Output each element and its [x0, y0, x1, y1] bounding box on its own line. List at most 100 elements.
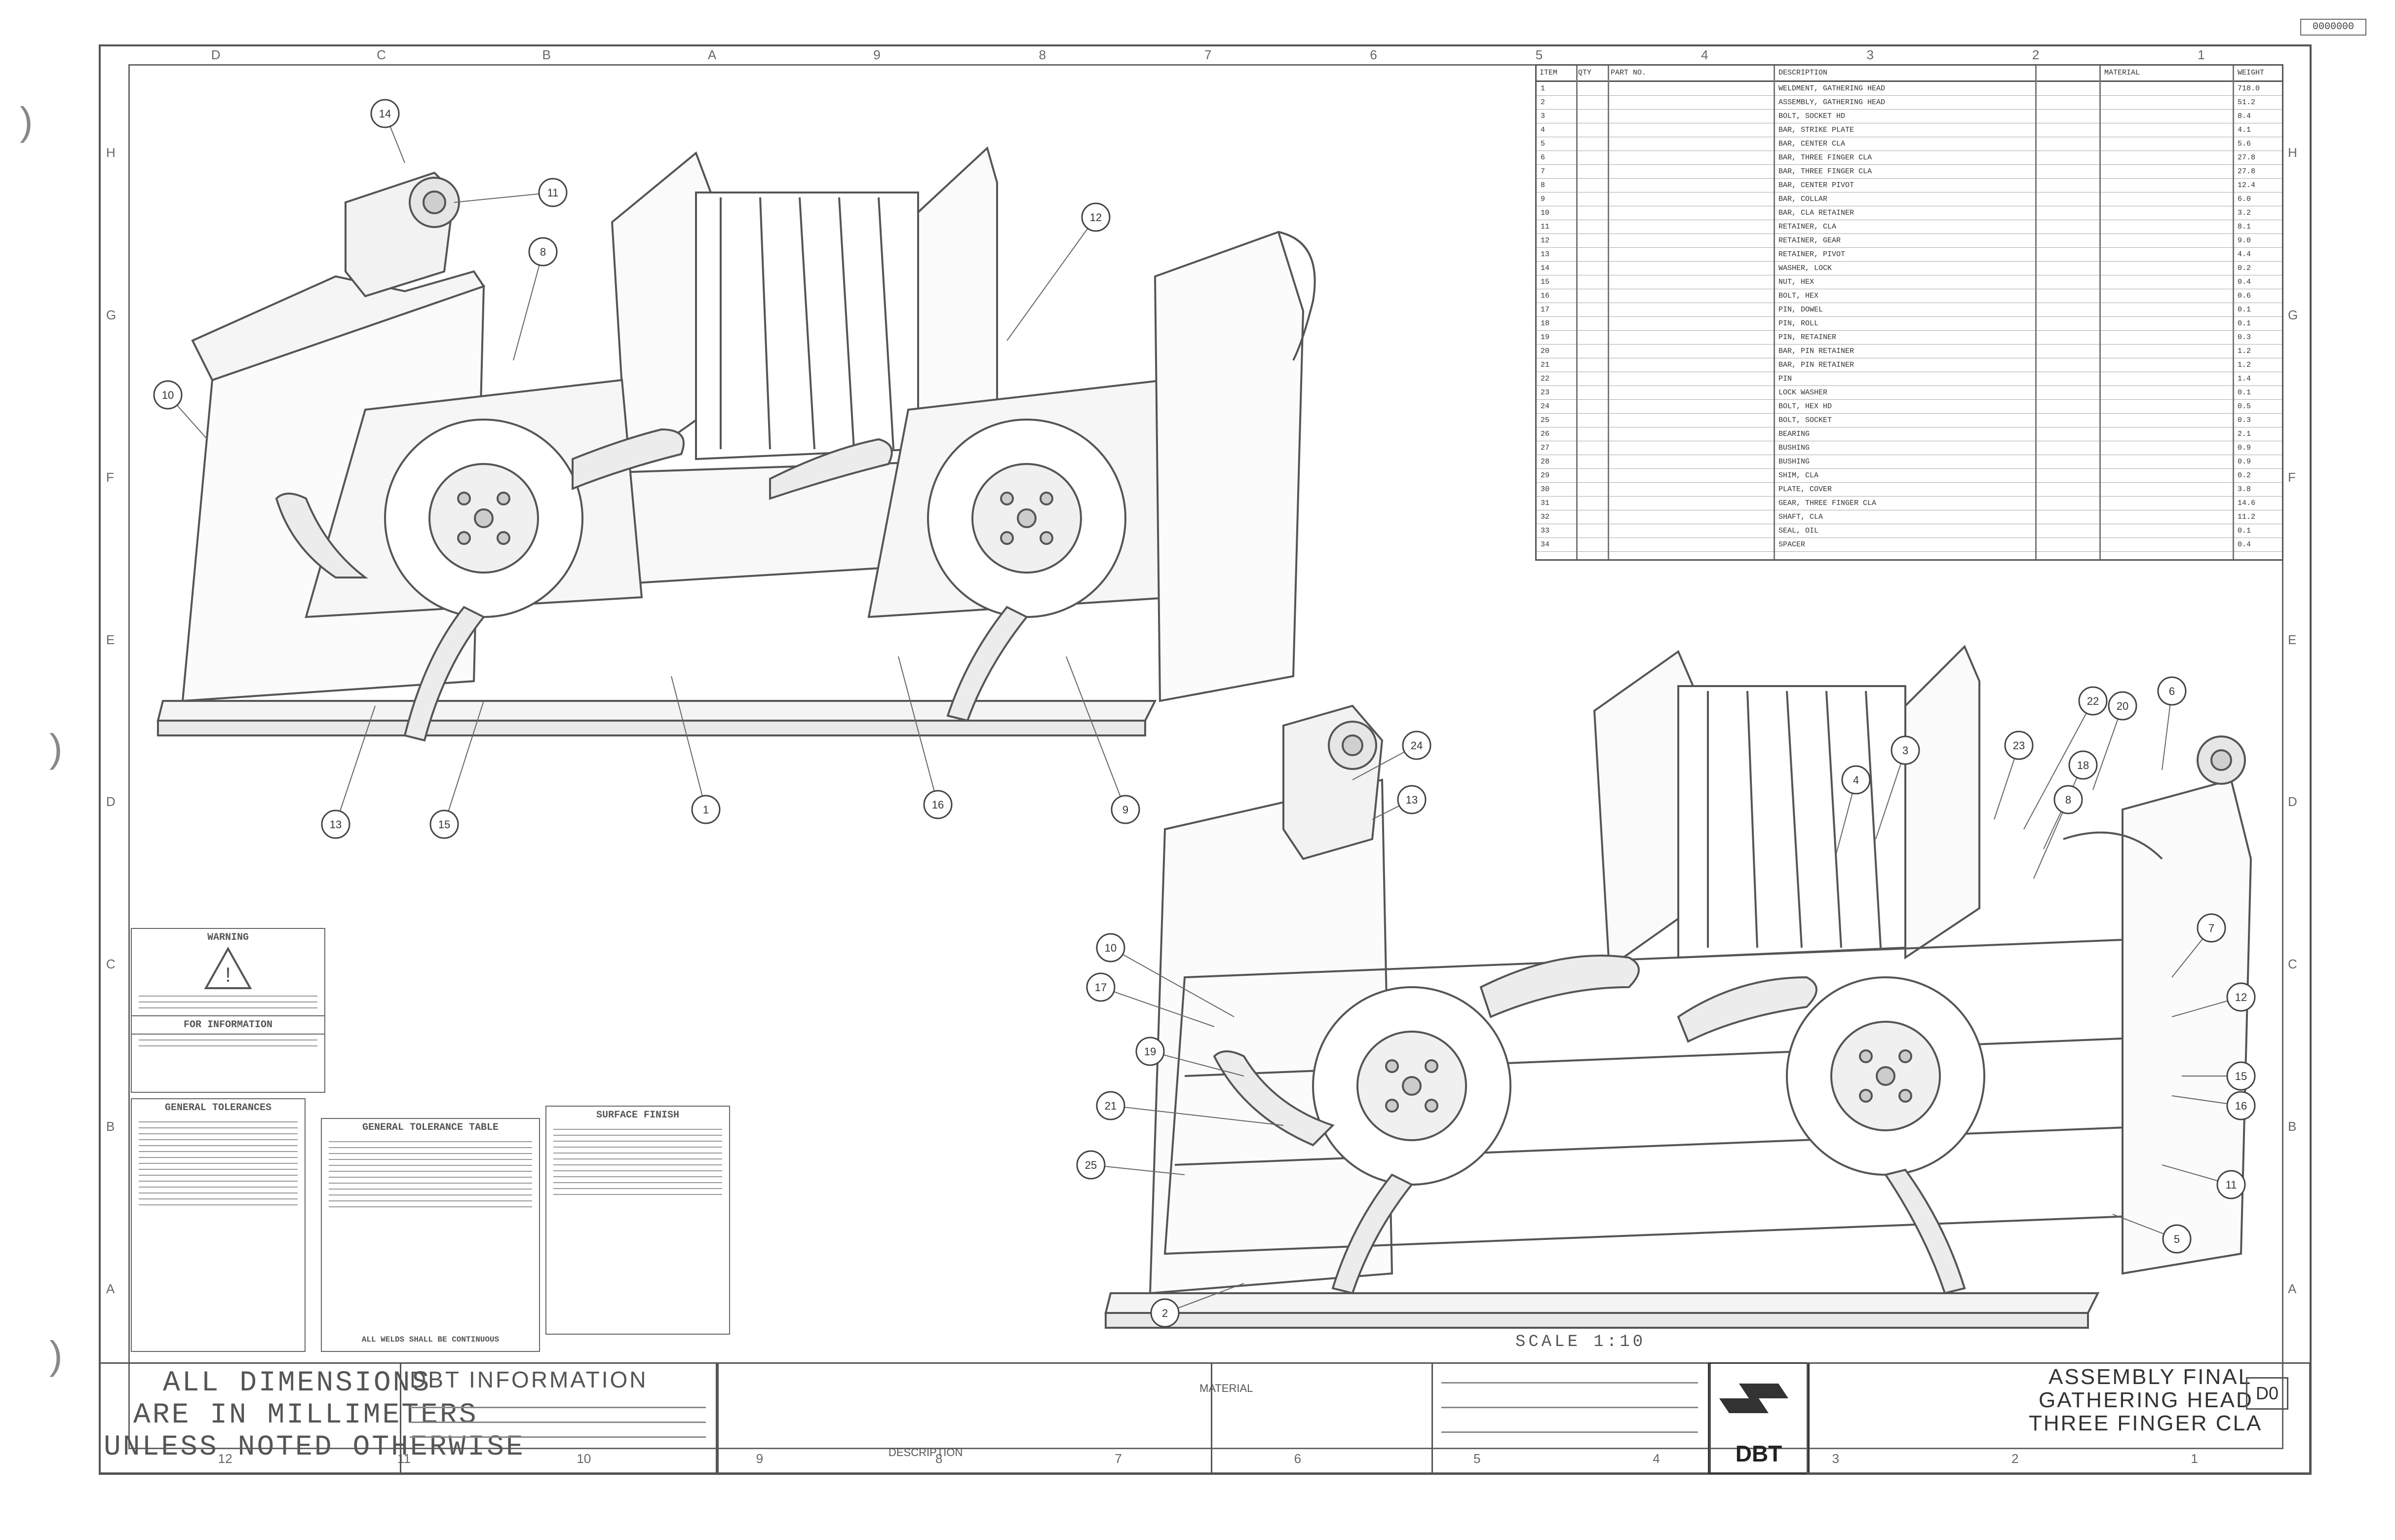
zone-label: 12	[218, 1451, 232, 1466]
parts-cell-desc: BAR, THREE FINGER CLA	[1778, 154, 1872, 162]
svg-text:22: 22	[2087, 695, 2099, 707]
item-balloon: 22	[2023, 686, 2108, 830]
parts-cell-wt: 3.2	[2238, 209, 2251, 217]
item-balloon: 17	[1086, 972, 1215, 1027]
zone-label: 3	[1866, 47, 1874, 62]
svg-text:25: 25	[1085, 1159, 1097, 1171]
parts-cell-wt: 0.9	[2238, 444, 2251, 452]
header-description: DESCRIPTION	[1778, 69, 1828, 77]
drawing-title-line3: THREE FINGER CLA	[2029, 1411, 2263, 1435]
parts-cell-wt: 1.2	[2238, 361, 2251, 369]
parts-cell-wt: 0.1	[2238, 388, 2251, 397]
parts-cell-item: 22	[1541, 375, 1550, 383]
item-balloon: 19	[1135, 1037, 1244, 1077]
parts-cell-item: 27	[1541, 444, 1550, 452]
svg-text:13: 13	[330, 818, 342, 831]
item-balloon: 16	[2171, 1091, 2256, 1120]
parts-cell-desc: PLATE, COVER	[1778, 485, 1832, 494]
drawing-title-line2: GATHERING HEAD	[2039, 1388, 2253, 1412]
svg-text:10: 10	[162, 389, 174, 401]
parts-cell-desc: SPACER	[1778, 540, 1806, 549]
table-row-divider	[1537, 344, 2282, 345]
parts-cell-desc: PIN, DOWEL	[1778, 306, 1823, 314]
svg-text:21: 21	[1105, 1100, 1117, 1112]
item-balloon: 11	[2162, 1164, 2246, 1199]
parts-cell-wt: 6.0	[2238, 195, 2251, 203]
parts-cell-desc: BUSHING	[1778, 458, 1810, 466]
zone-label: 4	[1653, 1451, 1660, 1466]
item-balloon: 2	[1150, 1283, 1244, 1328]
tolerance-table-box: GENERAL TOLERANCE TABLE ALL WELDS SHALL …	[321, 1118, 540, 1352]
item-balloon: 7	[2171, 913, 2226, 978]
drawing-size: D0	[2246, 1377, 2288, 1410]
table-row-divider	[1537, 261, 2282, 262]
parts-cell-desc: RETAINER, GEAR	[1778, 236, 1841, 245]
svg-text:17: 17	[1095, 981, 1107, 994]
material-label: MATERIAL	[1199, 1382, 1253, 1394]
table-row-divider	[1537, 496, 2282, 497]
dbt-information-label: DBT INFORMATION	[410, 1367, 648, 1392]
parts-cell-wt: 8.4	[2238, 112, 2251, 120]
parts-cell-item: 14	[1541, 264, 1550, 272]
svg-text:23: 23	[2013, 739, 2025, 752]
parts-cell-item: 6	[1541, 154, 1545, 162]
margin-mark: )	[20, 99, 33, 143]
header-item: ITEM	[1540, 69, 1558, 77]
item-balloon: 13	[1372, 785, 1427, 820]
parts-cell-desc: BAR, CENTER CLA	[1778, 140, 1846, 148]
item-balloon: 15	[429, 700, 484, 839]
zone-label: 3	[1832, 1451, 1840, 1466]
parts-table-header: ITEM QTY PART NO. DESCRIPTION MATERIAL W…	[1537, 66, 2282, 82]
svg-text:4: 4	[1853, 774, 1859, 786]
parts-cell-wt: 2.1	[2238, 430, 2251, 438]
parts-cell-item: 24	[1541, 402, 1550, 411]
zone-label: C	[377, 47, 386, 62]
parts-cell-wt: 5.6	[2238, 140, 2251, 148]
zone-label: 8	[1039, 47, 1046, 62]
svg-text:15: 15	[438, 818, 450, 831]
svg-text:24: 24	[1411, 739, 1423, 752]
parts-cell-wt: 51.2	[2238, 98, 2256, 107]
header-material: MATERIAL	[2104, 69, 2140, 77]
table-row-divider	[1537, 551, 2282, 552]
zone-label: 1	[2191, 1451, 2198, 1466]
zone-label: D	[106, 794, 116, 809]
zone-label: 6	[1370, 47, 1377, 62]
parts-cell-item: 34	[1541, 540, 1550, 549]
parts-cell-desc: BAR, PIN RETAINER	[1778, 347, 1854, 355]
drawing-title-line1: ASSEMBLY FINAL	[2048, 1365, 2252, 1389]
zone-label: H	[106, 145, 116, 160]
parts-cell-item: 1	[1541, 84, 1545, 93]
dbt-info-block	[400, 1362, 719, 1474]
parts-cell-desc: PIN, RETAINER	[1778, 333, 1837, 342]
parts-cell-item: 3	[1541, 112, 1545, 120]
parts-cell-wt: 1.2	[2238, 347, 2251, 355]
zone-label: B	[542, 47, 551, 62]
parts-cell-wt: 718.0	[2238, 84, 2260, 93]
parts-cell-wt: 0.3	[2238, 333, 2251, 342]
svg-text:8: 8	[2065, 794, 2071, 806]
parts-cell-desc: WELDMENT, GATHERING HEAD	[1778, 84, 1886, 93]
parts-cell-wt: 27.8	[2238, 167, 2256, 176]
zone-label: A	[2288, 1281, 2297, 1296]
parts-cell-wt: 9.0	[2238, 236, 2251, 245]
scale-note: SCALE 1:10	[1515, 1333, 1646, 1351]
table-row-divider	[1537, 316, 2282, 317]
svg-text:9: 9	[1122, 804, 1128, 816]
parts-cell-desc: SHAFT, CLA	[1778, 513, 1823, 521]
item-balloon: 16	[898, 656, 953, 819]
parts-cell-wt: 12.4	[2238, 181, 2256, 190]
surface-finish-title: SURFACE FINISH	[596, 1110, 680, 1121]
parts-cell-wt: 0.1	[2238, 319, 2251, 328]
parts-cell-item: 23	[1541, 388, 1550, 397]
dimensions-note-line1: ALL DIMENSIONS	[163, 1367, 431, 1399]
zone-label: 9	[873, 47, 881, 62]
table-row-divider	[1537, 413, 2282, 414]
tolerance-table-footer: ALL WELDS SHALL BE CONTINUOUS	[361, 1335, 500, 1344]
title-info-block	[1807, 1362, 2311, 1474]
parts-cell-desc: BAR, CENTER PIVOT	[1778, 181, 1854, 190]
description-label: DESCRIPTION	[888, 1446, 963, 1459]
